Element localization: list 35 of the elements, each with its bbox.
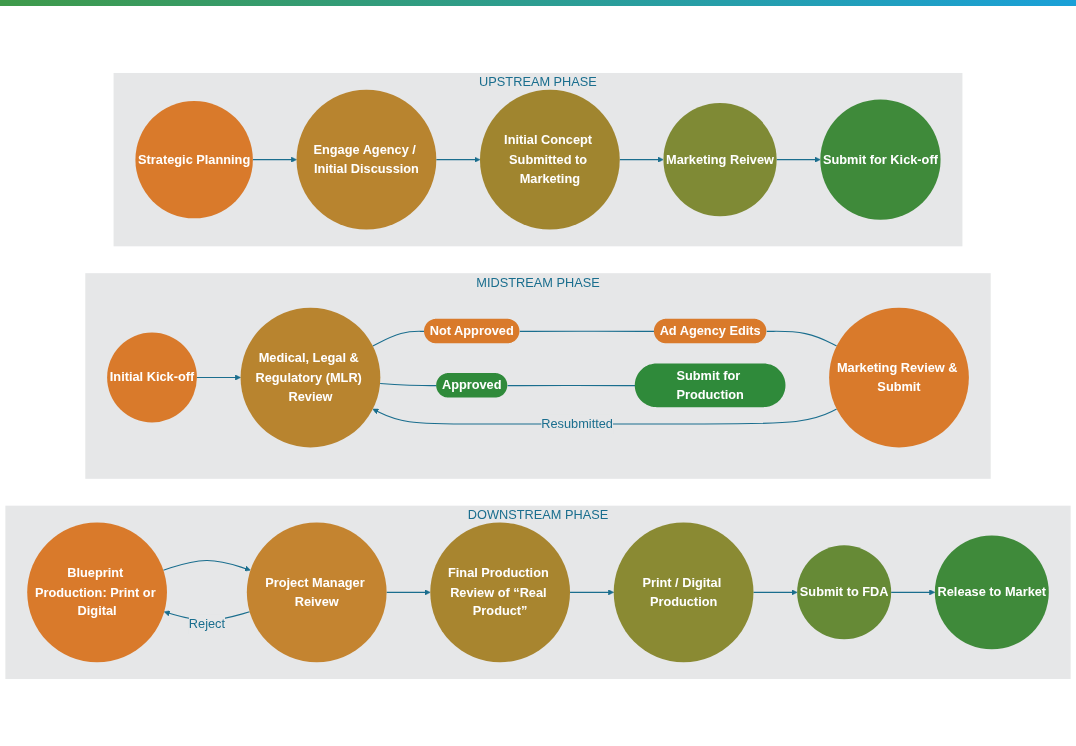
edge-label: Reject [188,616,225,631]
node-box: Approved [436,373,508,398]
arrow [252,156,297,163]
arrow [890,589,936,596]
arrow [435,156,481,163]
node-circle: Submit to FDA [797,545,892,640]
arrow [386,589,431,596]
node-circle: Strategic Planning [135,100,253,219]
arrow [619,156,664,163]
node-circle: Initial Kick-off [107,332,197,423]
arrow [196,374,241,381]
connector [507,384,636,387]
node-circle: Engage Agency / Initial Discussion [296,89,437,230]
node-circle: Project Manager Reivew [246,522,387,663]
arrow [776,156,821,163]
node-circle: Submit for Kick-off [820,99,941,220]
node-circle: Medical, Legal & Regulatory (MLR) Review [240,307,381,448]
node-box: Not Approved [424,318,520,344]
node-circle: Blueprint Production: Print or Digital [27,522,167,663]
node-circle: Final Production Review of “Real Product” [430,522,571,663]
arrow [162,559,251,572]
connector [372,330,425,347]
connector [379,382,438,387]
node-circle: Initial Concept Submitted to Marketing [480,89,620,230]
node-circle: Marketing Review & Submit [829,307,969,448]
arrow [752,589,798,596]
node-circle: Marketing Reivew [663,103,777,217]
node-circle: Release to Market [934,535,1049,650]
edge-label: Resubmitted [541,416,613,431]
arrow [569,589,614,596]
node-circle: Print / Digital Production [613,522,754,663]
connector [519,330,655,332]
node-box: Ad Agency Edits [653,318,767,344]
connector [766,330,838,347]
node-box: Submit for Production [634,363,786,408]
